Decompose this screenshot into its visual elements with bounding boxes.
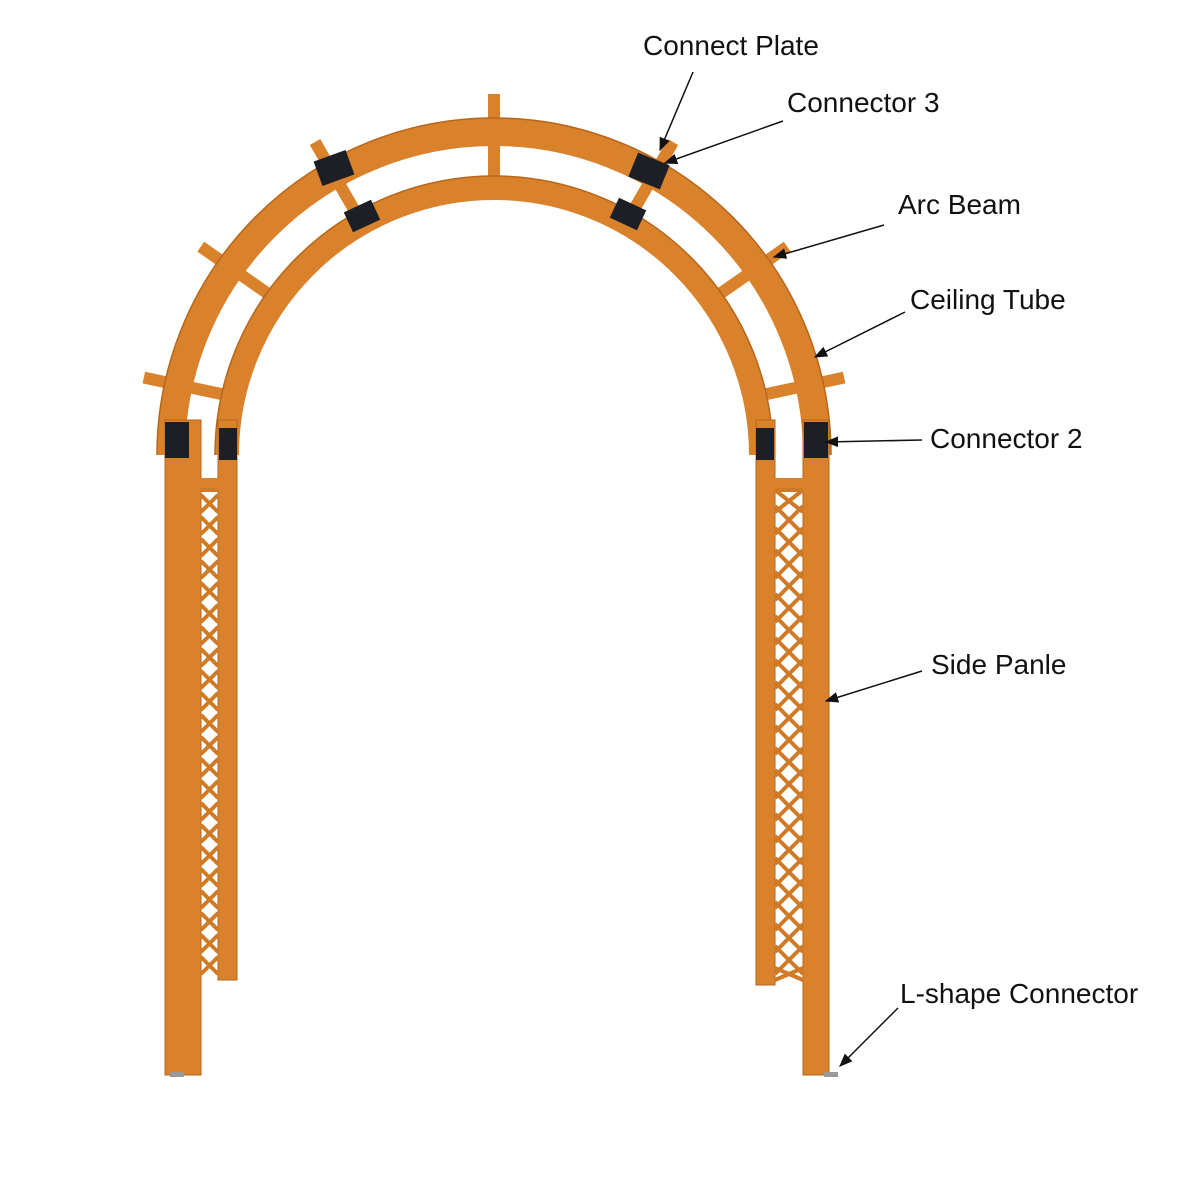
- label-l-shape-connector: L-shape Connector: [900, 978, 1139, 1009]
- label-side-panel: Side Panle: [931, 649, 1067, 680]
- arc-beams: [156, 117, 832, 456]
- leader-lines: [659, 71, 923, 1067]
- label-connect-plate: Connect Plate: [643, 30, 819, 61]
- lattice-slat: [773, 636, 805, 668]
- lattice-slat: [773, 570, 805, 602]
- connector-2-left: [165, 422, 189, 458]
- lattice-slat: [774, 966, 804, 982]
- lattice-left: [199, 488, 220, 976]
- lattice-slat: [773, 724, 805, 756]
- lattice-slat: [773, 856, 805, 888]
- outer-arc-beam: [157, 118, 831, 456]
- label-arc-beam: Arc Beam: [898, 189, 1021, 220]
- leader-connector-3: [663, 120, 784, 165]
- lattice-slat: [199, 691, 220, 712]
- lattice-slat: [199, 889, 220, 910]
- lattice-slat: [199, 493, 220, 514]
- lattice-slat: [199, 823, 220, 844]
- lattice-slat: [199, 537, 220, 558]
- lattice-slat: [773, 878, 805, 910]
- inner-arc-beam: [215, 176, 773, 456]
- lattice-slat: [199, 625, 220, 646]
- connector-plates: [165, 149, 828, 460]
- lattice-right: [773, 488, 805, 982]
- lattice-slat: [773, 526, 805, 558]
- connector-3-left: [313, 149, 355, 187]
- lattice-slat: [773, 900, 805, 932]
- lattice-slat: [773, 702, 805, 734]
- lattice-slat: [773, 614, 805, 646]
- lattice-slat: [199, 867, 220, 888]
- connector-3-right: [628, 152, 670, 190]
- lattice-slat: [773, 834, 805, 866]
- connector-2-right: [804, 422, 828, 458]
- lattice-slat: [199, 713, 220, 734]
- side-panel-left: [164, 419, 238, 1076]
- lattice-slat: [199, 933, 220, 954]
- lattice-slat: [773, 922, 805, 954]
- lattice-slat: [773, 768, 805, 800]
- label-ceiling-tube: Ceiling Tube: [910, 284, 1066, 315]
- leader-connector-2: [824, 436, 923, 448]
- lattice-slat: [199, 581, 220, 602]
- lattice-slat: [199, 955, 220, 976]
- connect-plate-left: [343, 199, 381, 233]
- lattice-slat: [773, 812, 805, 844]
- label-connector-3: Connector 3: [787, 87, 940, 118]
- connector-2-left-inner: [219, 428, 237, 460]
- lattice-slat: [199, 669, 220, 690]
- l-shape-connectors: [170, 1072, 838, 1077]
- lattice-slat: [773, 592, 805, 624]
- leader-arc-beam: [772, 224, 885, 259]
- connector-2-right-inner: [756, 428, 774, 460]
- lattice-slat: [199, 647, 220, 668]
- lattice-slat: [199, 845, 220, 866]
- leader-ceiling-tube: [813, 311, 906, 358]
- lattice-slat: [199, 911, 220, 932]
- lattice-slat: [199, 735, 220, 756]
- lattice-slat: [199, 779, 220, 800]
- label-connector-2: Connector 2: [930, 423, 1083, 454]
- lattice-slat: [199, 603, 220, 624]
- connect-plate-right: [609, 197, 647, 231]
- lattice-slat: [199, 559, 220, 580]
- lattice-slat: [199, 515, 220, 536]
- side-panel-right: [755, 419, 830, 1076]
- lattice-slat: [773, 680, 805, 712]
- lattice-slat: [773, 658, 805, 690]
- leader-l-shape: [839, 1007, 899, 1067]
- lattice-slat: [199, 757, 220, 778]
- leader-connect-plate: [659, 71, 694, 152]
- lattice-slat: [773, 746, 805, 778]
- leader-side-panel: [824, 670, 923, 703]
- lattice-slat: [199, 801, 220, 822]
- lattice-slat: [773, 548, 805, 580]
- lattice-slat: [773, 504, 805, 536]
- lattice-slat: [773, 790, 805, 822]
